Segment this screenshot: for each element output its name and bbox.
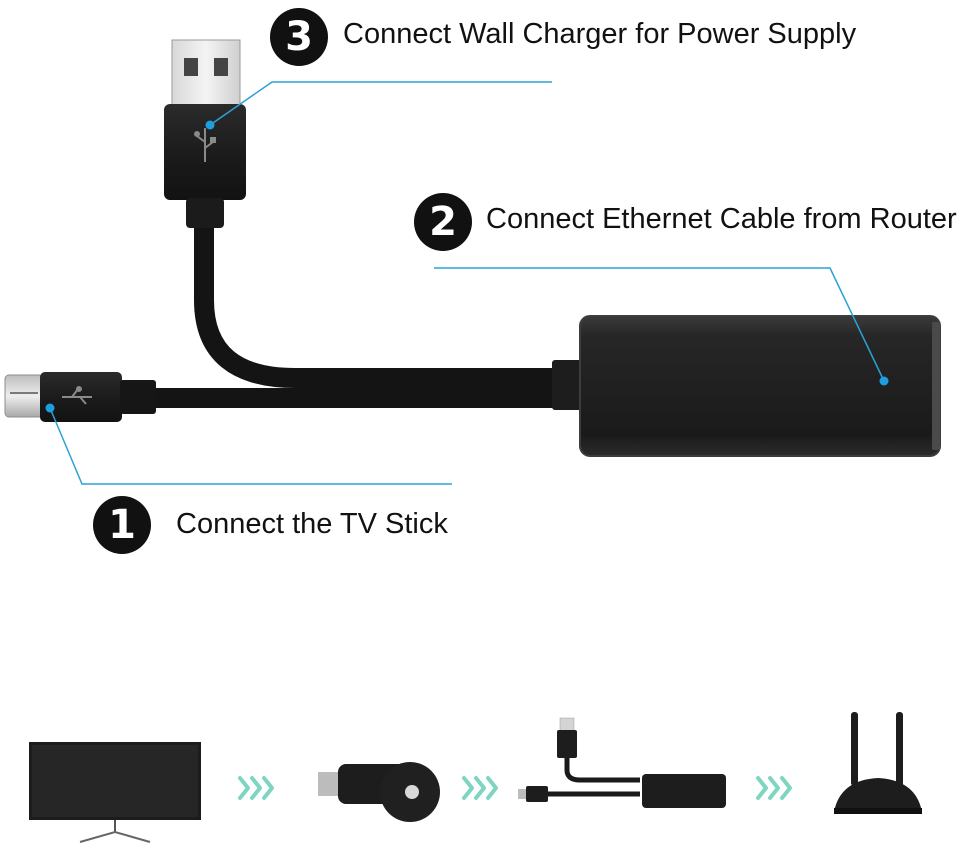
callout-dot-3: [205, 120, 215, 130]
step-1-number-badge: 1: [93, 496, 151, 554]
cable-group: [150, 215, 570, 408]
usb-cable: [194, 215, 570, 389]
callout-line-3: [209, 81, 552, 126]
chevron-arrows-icon: [756, 776, 792, 800]
step-3-label: Connect Wall Charger for Power Supply: [343, 18, 857, 50]
usb-a-plug-icon: [164, 39, 246, 228]
chevron-arrows-icon: [238, 776, 274, 800]
step-1-label: Connect the TV Stick: [176, 508, 448, 540]
callout-lines: [49, 81, 885, 485]
callout-dot-1: [45, 403, 55, 413]
streaming-dongle-icon: [318, 762, 440, 822]
usb-symbol-icon: [62, 386, 92, 405]
step-3-number-badge: 3: [270, 8, 328, 66]
callout-line-1: [49, 407, 452, 485]
ethernet-adapter-icon: [552, 315, 941, 457]
step-2-number-badge: 2: [414, 193, 472, 251]
chevron-arrows-icon: [462, 776, 498, 800]
step-2-label: Connect Ethernet Cable from Router: [486, 203, 957, 235]
wifi-router-icon: [834, 712, 922, 814]
callout-line-2: [434, 267, 885, 382]
callout-dot-2: [879, 376, 889, 386]
tv-monitor-icon: [29, 742, 201, 843]
adapter-cable-icon: [518, 717, 726, 808]
usb-symbol-icon: [194, 128, 216, 162]
micro-usb-plug-icon: [4, 372, 156, 422]
